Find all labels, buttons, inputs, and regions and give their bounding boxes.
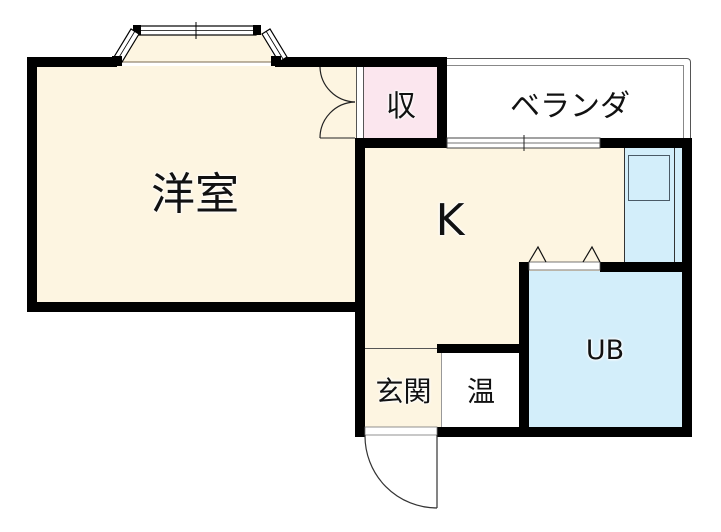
wall (682, 138, 692, 437)
wall (437, 427, 692, 437)
wall (275, 57, 445, 67)
veranda-sliding-window (446, 135, 601, 151)
room-label-water-heater: 温 (466, 375, 495, 408)
wall (519, 262, 529, 272)
room-label-storage: 収 (386, 89, 416, 124)
veranda-inner-line (445, 65, 684, 141)
entrance-floor (365, 348, 442, 428)
entrance-door (364, 426, 438, 509)
closet-double-door (319, 66, 356, 139)
bay-window (112, 22, 288, 66)
wall (27, 57, 117, 67)
room-label-kitchen: K (435, 194, 465, 246)
room-label-veranda: ベランダ (510, 89, 630, 124)
kitchen-counter (624, 148, 682, 263)
bath-sliding-door (528, 245, 601, 271)
wall (355, 138, 447, 148)
wall (355, 138, 365, 437)
wall (27, 57, 37, 312)
sink-icon (628, 155, 670, 201)
room-label-unit-bath: UB (585, 334, 625, 366)
unit-bath-floor (529, 271, 683, 428)
wall (355, 427, 365, 437)
counter-edge (674, 148, 675, 263)
closet-strip (356, 66, 364, 139)
veranda-floor (445, 58, 691, 141)
water-heater-floor (442, 352, 520, 428)
storage-floor (364, 66, 438, 139)
wall (437, 344, 529, 353)
room-label-entrance: 玄関 (375, 375, 432, 408)
wall (600, 262, 692, 272)
wall (437, 57, 447, 148)
wall (27, 302, 356, 312)
room-label-western: 洋室 (151, 169, 239, 220)
western-room-floor (36, 66, 356, 303)
wall (600, 138, 692, 148)
